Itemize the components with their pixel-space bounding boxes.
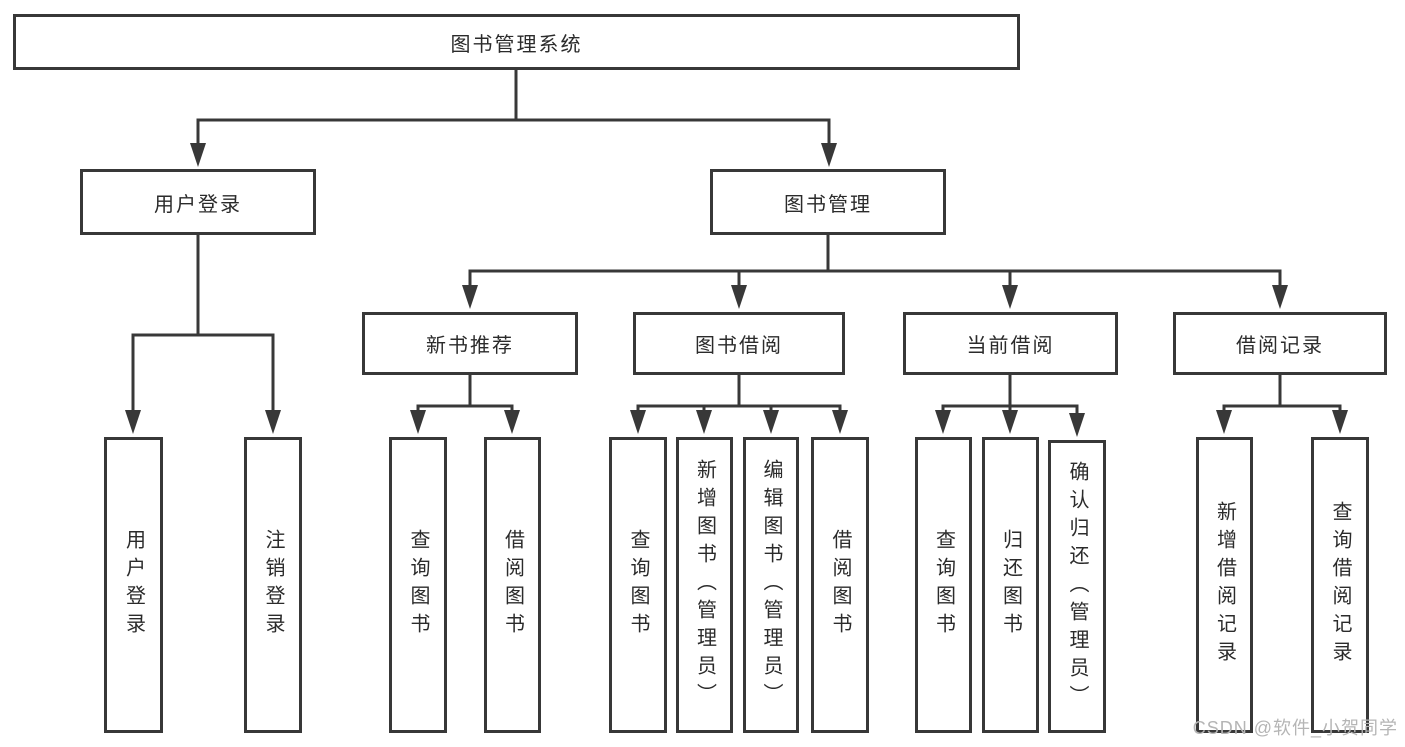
leaf-edit-books-admin: 编辑图书（管理员） bbox=[743, 437, 799, 733]
leaf-borrow-books-borrowing: 借阅图书 bbox=[811, 437, 869, 733]
leaf-edit-books-admin-label: 编辑图书（管理员） bbox=[760, 459, 782, 711]
connector-book-borrowing-to-leaves bbox=[630, 375, 848, 434]
connector-borrowing-records-to-leaves bbox=[1216, 375, 1348, 434]
leaf-query-books-borrowing-label: 查询图书 bbox=[627, 529, 649, 641]
connector-new-book-recommendation-to-leaves bbox=[410, 375, 520, 434]
node-book-management: 图书管理 bbox=[710, 169, 946, 235]
node-user-login: 用户登录 bbox=[80, 169, 316, 235]
node-root: 图书管理系统 bbox=[13, 14, 1020, 70]
leaf-query-books-borrowing: 查询图书 bbox=[609, 437, 667, 733]
leaf-add-borrowing-record-label: 新增借阅记录 bbox=[1213, 501, 1236, 669]
leaf-borrow-books-recommend: 借阅图书 bbox=[484, 437, 541, 733]
leaf-borrow-books-recommend-label: 借阅图书 bbox=[501, 529, 524, 641]
node-user-login-label: 用户登录 bbox=[154, 193, 242, 216]
leaf-confirm-return-admin-label: 确认归还（管理员） bbox=[1066, 460, 1088, 713]
leaf-borrow-books-borrowing-label: 借阅图书 bbox=[829, 529, 851, 641]
node-borrowing-records-label: 借阅记录 bbox=[1236, 335, 1324, 357]
leaf-return-books-label: 归还图书 bbox=[999, 529, 1022, 641]
connector-user-login-to-leaves bbox=[125, 235, 281, 434]
node-new-book-recommendation: 新书推荐 bbox=[362, 312, 578, 375]
leaf-query-books-current: 查询图书 bbox=[915, 437, 972, 733]
leaf-query-books-recommend: 查询图书 bbox=[389, 437, 447, 733]
connector-book-management-to-level3 bbox=[462, 235, 1288, 309]
leaf-add-books-admin: 新增图书（管理员） bbox=[676, 437, 733, 733]
node-book-borrowing-label: 图书借阅 bbox=[695, 335, 783, 357]
node-book-management-label: 图书管理 bbox=[784, 193, 872, 216]
leaf-confirm-return-admin: 确认归还（管理员） bbox=[1048, 440, 1106, 733]
leaf-return-books: 归还图书 bbox=[982, 437, 1039, 733]
node-root-label: 图书管理系统 bbox=[450, 33, 583, 56]
node-new-book-recommendation-label: 新书推荐 bbox=[426, 335, 514, 357]
leaf-query-borrowing-record-label: 查询借阅记录 bbox=[1329, 501, 1351, 669]
node-current-borrowing-label: 当前借阅 bbox=[966, 335, 1055, 357]
leaf-logout-label: 注销登录 bbox=[262, 529, 284, 641]
connector-current-borrowing-to-leaves bbox=[935, 375, 1085, 437]
leaf-add-books-admin-label: 新增图书（管理员） bbox=[693, 459, 716, 711]
leaf-query-books-recommend-label: 查询图书 bbox=[407, 529, 429, 641]
connector-root-to-level2 bbox=[190, 70, 837, 167]
leaf-query-books-current-label: 查询图书 bbox=[932, 529, 955, 641]
leaf-query-borrowing-record: 查询借阅记录 bbox=[1311, 437, 1369, 733]
node-book-borrowing: 图书借阅 bbox=[633, 312, 845, 375]
leaf-user-login: 用户登录 bbox=[104, 437, 163, 733]
leaf-user-login-label: 用户登录 bbox=[122, 529, 145, 641]
node-borrowing-records: 借阅记录 bbox=[1173, 312, 1387, 375]
leaf-logout: 注销登录 bbox=[244, 437, 302, 733]
node-current-borrowing: 当前借阅 bbox=[903, 312, 1118, 375]
watermark: CSDN @软件_小贺同学 bbox=[1192, 718, 1398, 738]
leaf-add-borrowing-record: 新增借阅记录 bbox=[1196, 437, 1253, 733]
